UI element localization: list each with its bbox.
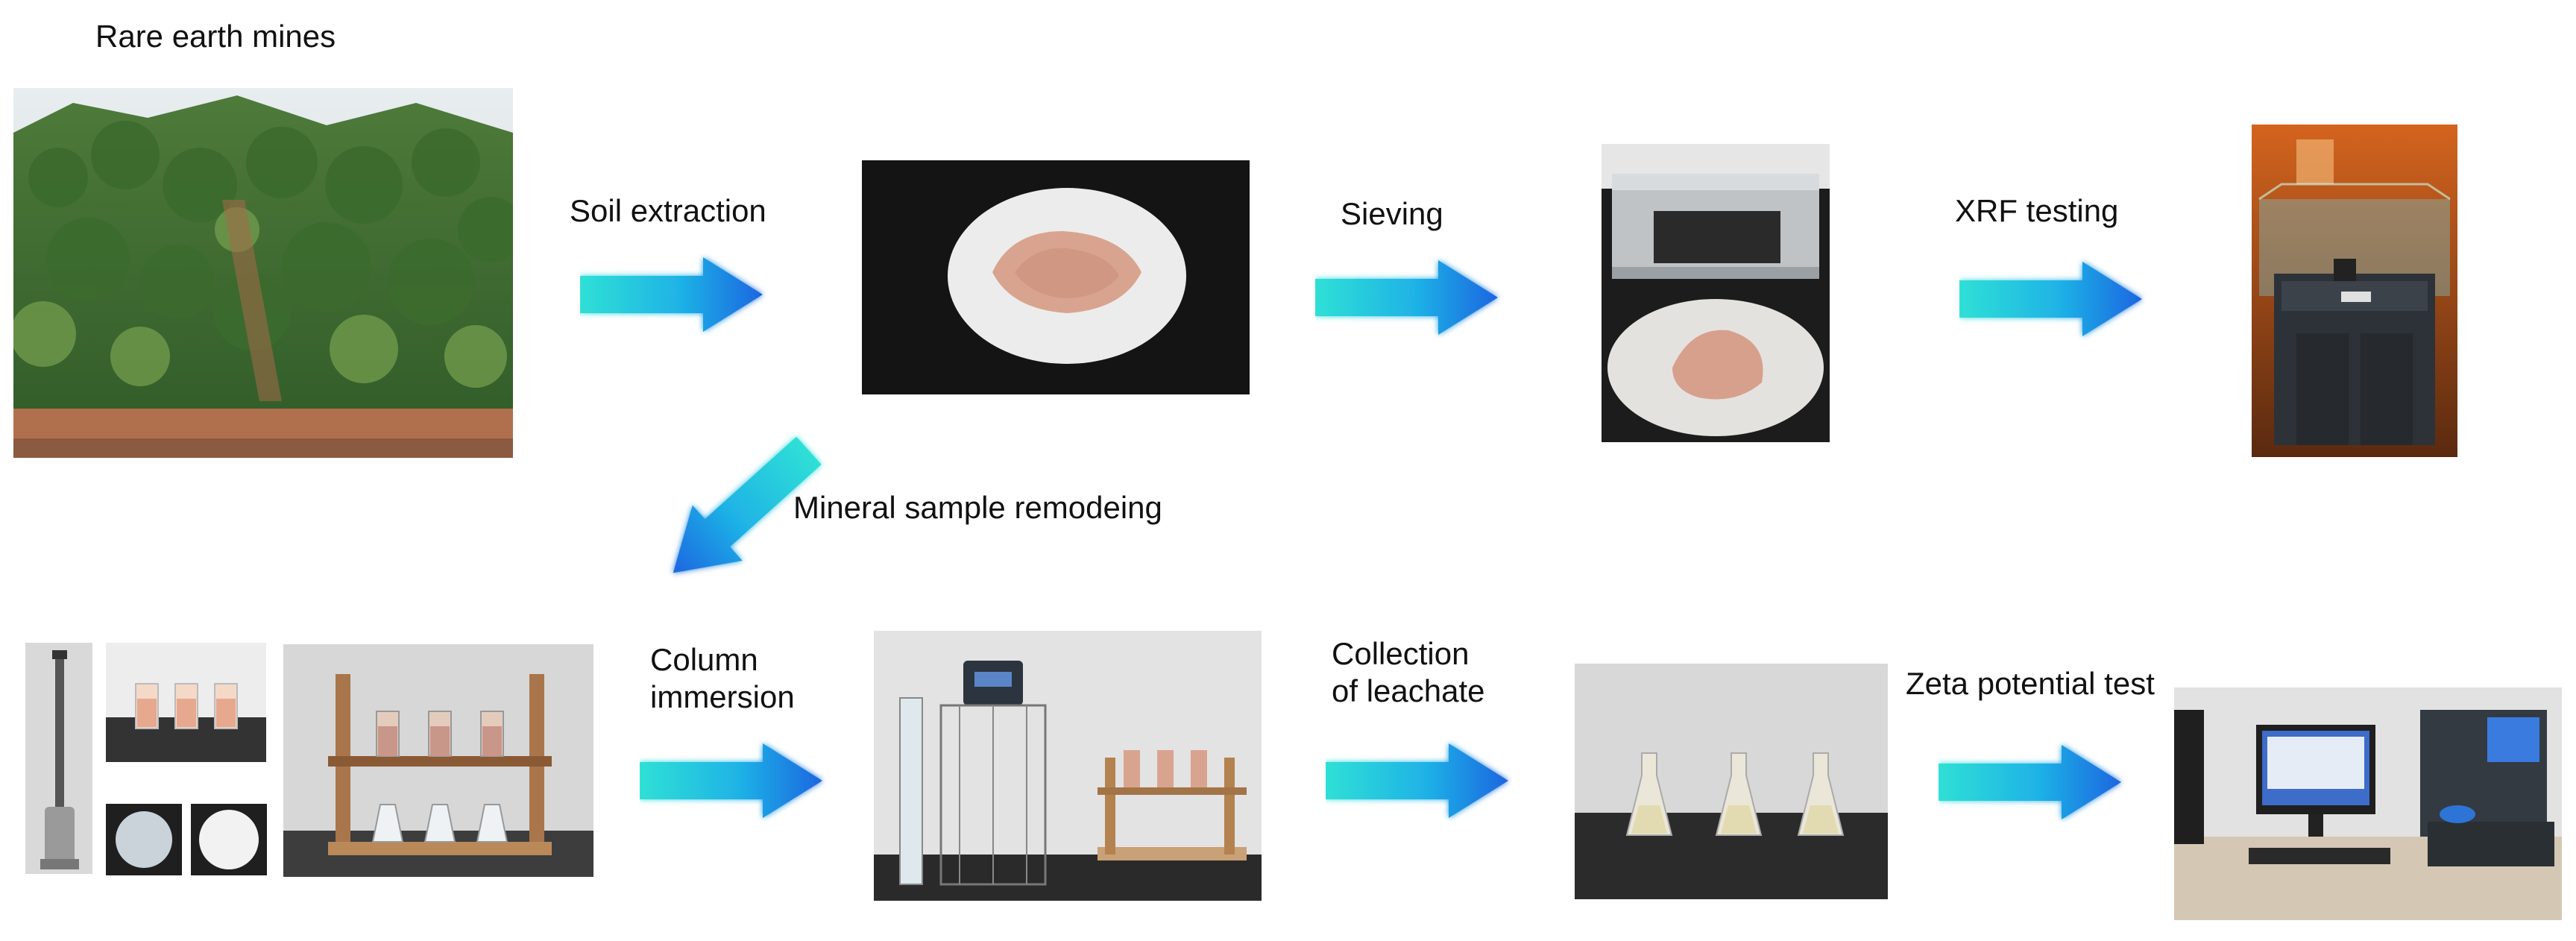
sieving-photo [1602, 144, 1830, 442]
leaching-setup-photo [874, 631, 1262, 901]
arrow-diagonal-icon [673, 436, 822, 573]
sieving-label: Sieving [1341, 196, 1443, 231]
arrow-right-icon [640, 743, 822, 818]
rare-earth-mine-photo [13, 88, 513, 458]
arrow-right-icon [580, 257, 763, 332]
sample-cylinders-photo [106, 643, 266, 762]
zeta-analyzer-photo [2174, 687, 2562, 920]
rare-earth-mines-label: Rare earth mines [95, 19, 336, 54]
column-immersion-label: Column immersion [650, 641, 795, 716]
leachate-flasks-photo [1575, 664, 1888, 899]
column-rack-photo [283, 644, 593, 877]
collection-of-leachate-label: Collection of leachate [1332, 635, 1485, 710]
soil-extraction-label: Soil extraction [570, 193, 766, 228]
filter-disc-gray-photo [106, 804, 182, 875]
arrow-right-icon [1326, 743, 1508, 818]
xrf-testing-label: XRF testing [1955, 193, 2119, 228]
filter-disc-white-photo [191, 804, 267, 875]
column-immersion-line1: Column [650, 642, 758, 677]
soil-sample-photo [862, 160, 1250, 394]
zeta-potential-test-label: Zeta potential test [1906, 666, 2155, 701]
column-immersion-line2: immersion [650, 679, 795, 714]
collection-line2: of leachate [1332, 673, 1485, 708]
xrf-instrument-photo [2252, 125, 2457, 457]
arrow-right-icon [1959, 262, 2142, 336]
collection-line1: Collection [1332, 636, 1470, 671]
mineral-sample-remodeling-label: Mineral sample remodeing [793, 490, 1162, 525]
arrow-right-icon [1315, 260, 1498, 335]
arrow-right-icon [1939, 745, 2121, 819]
column-apparatus-photo [25, 643, 92, 874]
